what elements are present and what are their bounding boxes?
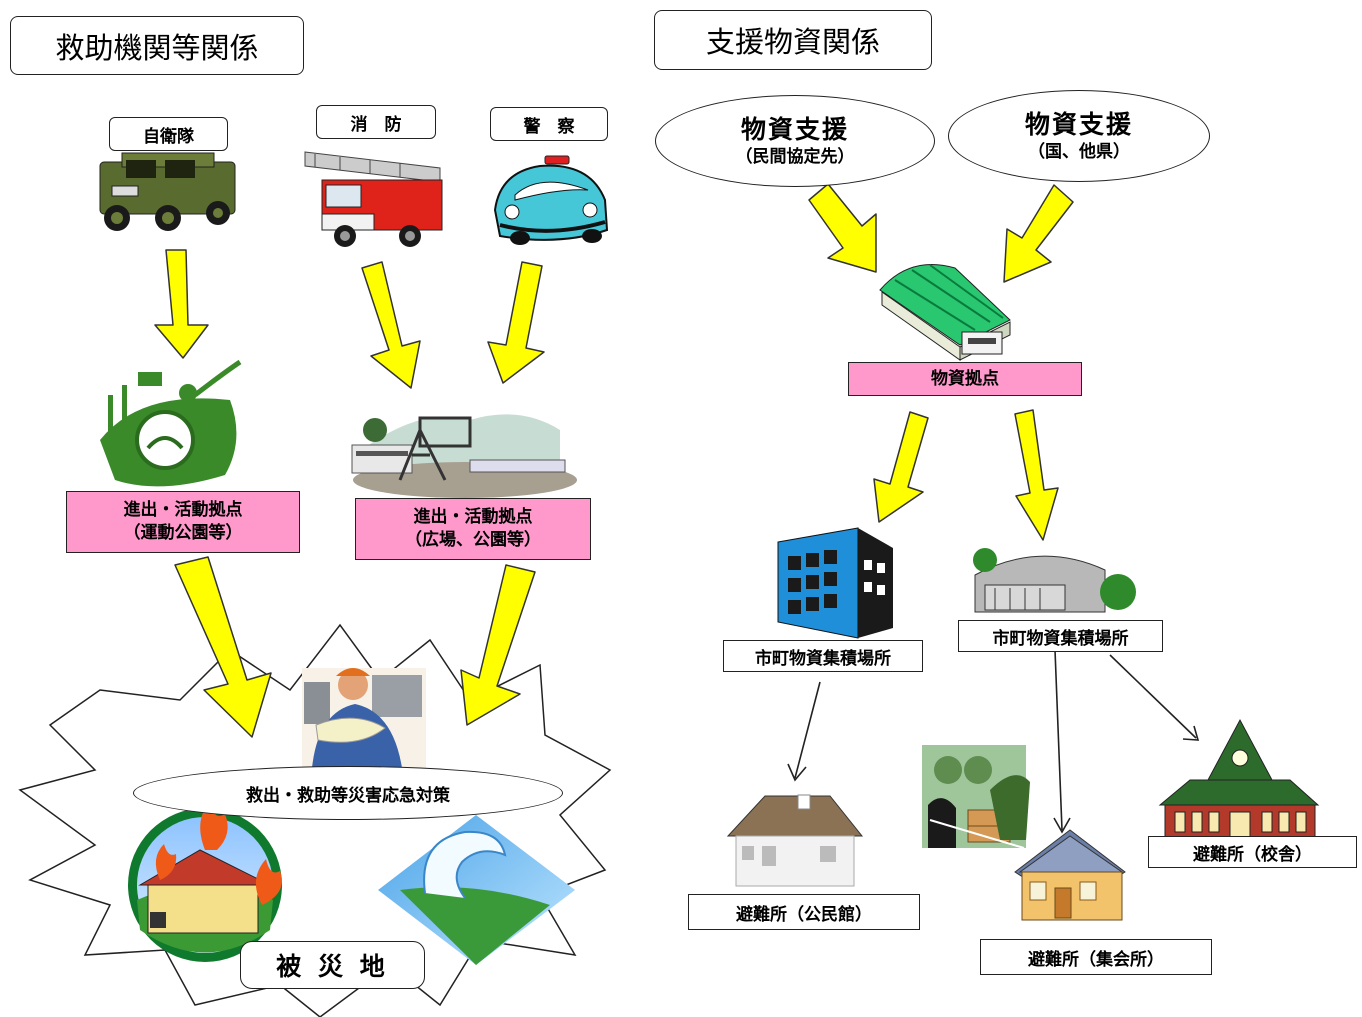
- agency-label-sdf: 自衛隊: [109, 117, 228, 151]
- arrow-sdf-to-base: [154, 249, 209, 359]
- arrow-base1-to-disaster: [174, 556, 272, 738]
- community-house-icon: [726, 794, 864, 887]
- supply-title: 支援物資関係: [654, 10, 932, 70]
- arrow-national-to-hub: [1003, 184, 1074, 283]
- open-field-icon: [351, 414, 577, 498]
- source-national-line2: （国、他県）: [1028, 142, 1130, 162]
- gymnasium-icon: [973, 548, 1136, 613]
- school-building-icon: [1158, 718, 1320, 840]
- tsunami-wave-icon: [378, 815, 575, 965]
- arrow-base2-to-disaster: [460, 564, 536, 726]
- warehouse-icon: [879, 264, 1011, 361]
- base-sports-park: 進出・活動拠点 （運動公園等）: [66, 491, 300, 553]
- shelter-school-label: 避難所（校舎）: [1148, 836, 1357, 868]
- agency-label-police: 警 察: [490, 107, 608, 141]
- disaster-area-label: 被 災 地: [240, 941, 425, 989]
- sports-park-icon: [100, 359, 242, 487]
- rescuer-carrying-child-icon: [302, 668, 426, 768]
- source-national-line1: 物資支援: [1024, 110, 1133, 139]
- measures-oval: 救出・救助等災害応急対策: [133, 766, 563, 820]
- shelter-meeting-house-label: 避難所（集会所）: [980, 939, 1212, 975]
- police-car-icon: [493, 155, 609, 245]
- base-sports-park-line1: 進出・活動拠点: [123, 500, 243, 520]
- thin-arrows: [787, 649, 1200, 834]
- burning-house-icon: [128, 800, 282, 962]
- arrows-supply: [808, 183, 1074, 541]
- hub-label: 物資拠点: [848, 362, 1082, 396]
- fire-truck-icon: [304, 151, 443, 247]
- shelter-community-hall-label: 避難所（公民館）: [688, 894, 920, 930]
- supply-distribution-icon: [922, 745, 1030, 849]
- office-building-icon: [777, 527, 893, 639]
- base-open-field: 進出・活動拠点 （広場、公園等）: [355, 498, 591, 560]
- agency-label-fire: 消 防: [316, 105, 436, 139]
- arrow-hub-to-office: [873, 411, 929, 523]
- base-open-field-line2: （広場、公園等）: [405, 530, 541, 550]
- arrow-police-to-base: [487, 261, 545, 384]
- source-private-line2: （民間協定先）: [735, 147, 855, 167]
- source-private: 物資支援 （民間協定先）: [655, 95, 935, 187]
- meeting-house-icon: [1014, 829, 1126, 921]
- collection-point-office-label: 市町物資集積場所: [723, 640, 923, 672]
- arrows-rescue: [154, 249, 545, 738]
- base-open-field-line1: 進出・活動拠点: [413, 507, 533, 527]
- source-private-line1: 物資支援: [740, 115, 849, 144]
- source-national: 物資支援 （国、他県）: [948, 90, 1210, 182]
- rescue-title: 救助機関等関係: [10, 16, 304, 75]
- arrow-fire-to-base: [361, 261, 421, 389]
- military-vehicle-icon: [99, 152, 236, 231]
- collection-point-gym-label: 市町物資集積場所: [958, 620, 1163, 652]
- arrow-hub-to-gym: [1014, 409, 1059, 541]
- base-sports-park-line2: （運動公園等）: [123, 523, 243, 543]
- arrow-private-to-hub: [808, 183, 877, 273]
